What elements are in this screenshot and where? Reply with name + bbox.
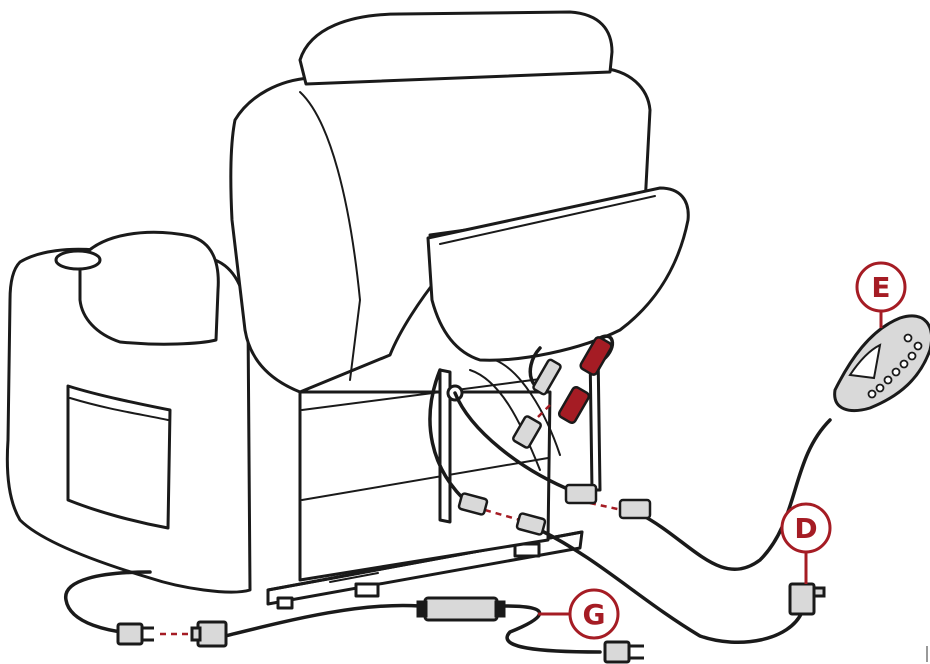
inline-power-supply-icon [790, 584, 824, 614]
callout-g-label: G [583, 598, 606, 631]
callout-e-label: E [871, 271, 890, 304]
callout-g: G [538, 590, 618, 638]
chair-head-pillow [300, 12, 612, 84]
power-transformer-icon [418, 598, 504, 620]
inline-socket-icon [192, 622, 226, 646]
inline-plug-left-icon [118, 624, 154, 644]
red-connector-lower [558, 386, 591, 424]
chair-side-pocket [68, 386, 170, 528]
wall-plug-icon [605, 642, 644, 662]
callout-d-label: D [794, 512, 817, 545]
hand-control-remote-icon [835, 316, 930, 411]
recliner-chair [7, 12, 688, 608]
callout-d: D [782, 504, 830, 584]
